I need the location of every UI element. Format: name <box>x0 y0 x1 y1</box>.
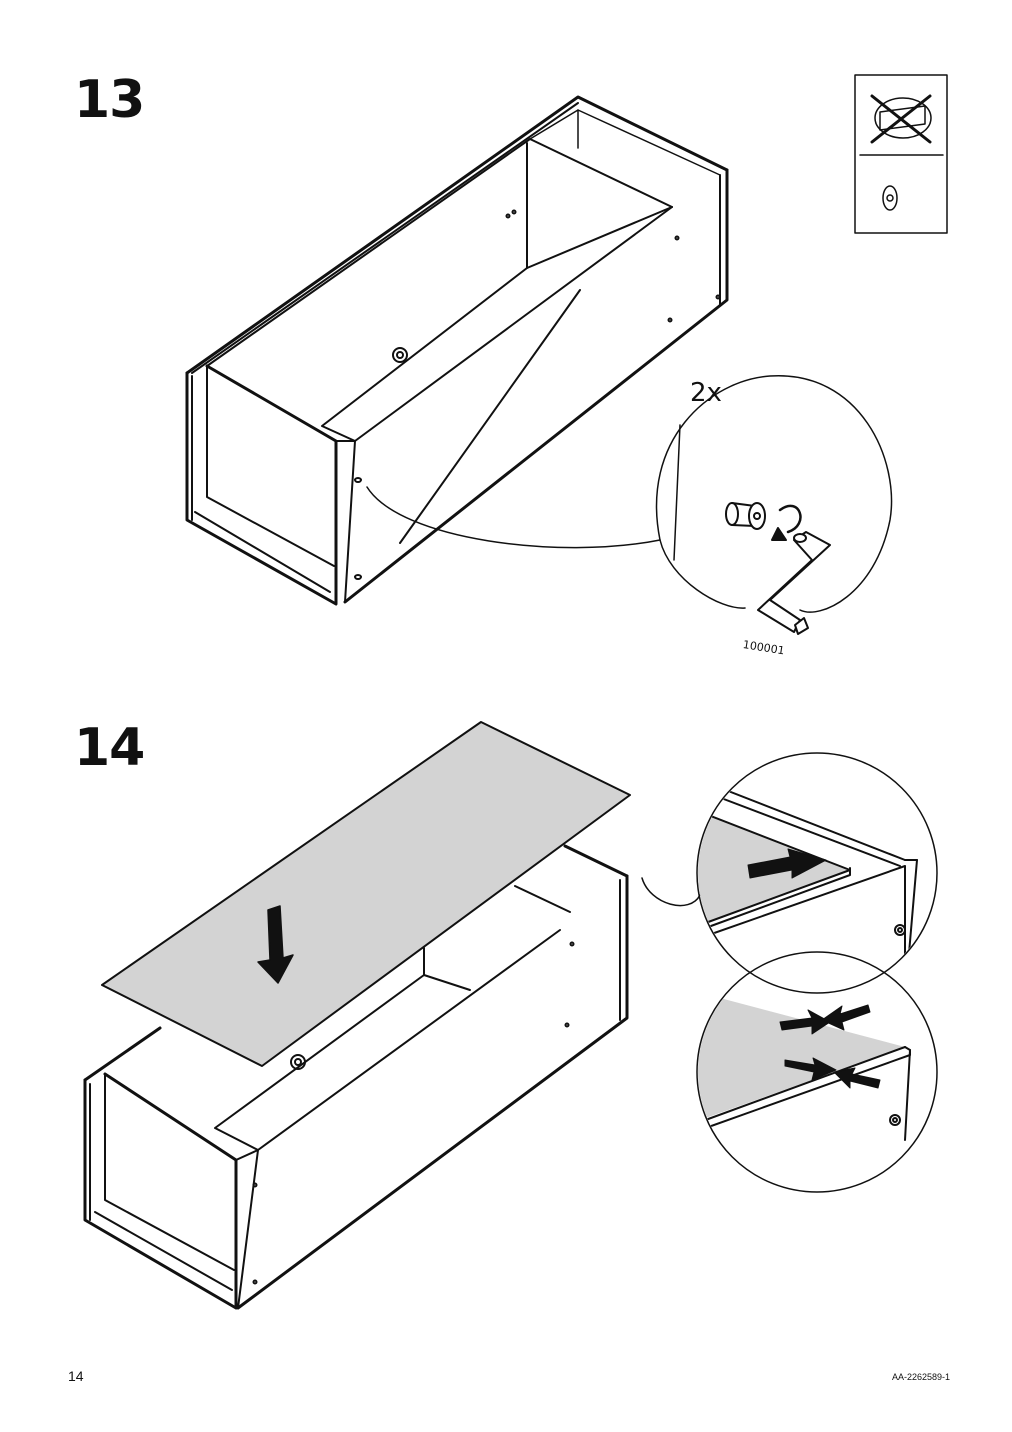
hint-box <box>854 74 948 234</box>
step14-detail-top <box>696 752 938 994</box>
step14-detail-bottom <box>696 951 938 1193</box>
page-number: 14 <box>68 1368 84 1384</box>
cam-lock-icon <box>882 185 898 211</box>
down-arrow-icon <box>257 905 294 984</box>
step13-cabinet <box>185 95 729 606</box>
document-code: AA-2262589-1 <box>891 1372 950 1382</box>
cam-bolt-icon <box>725 502 766 530</box>
step13-detail-circle <box>655 375 893 635</box>
allen-key-icon <box>757 531 831 635</box>
bottom-fitting-icon <box>392 347 408 363</box>
rotate-arrow-icon <box>771 504 802 541</box>
tool-crossed-out-icon <box>870 94 932 144</box>
top-panel <box>101 721 631 1067</box>
step-number-14: 14 <box>74 718 145 778</box>
step14-cabinet <box>83 844 629 1310</box>
step-number-13: 13 <box>74 70 145 130</box>
bottom-fitting-icon <box>290 1054 306 1070</box>
align-arrows-icon <box>779 1004 881 1089</box>
quantity-label: 2x <box>690 378 722 408</box>
